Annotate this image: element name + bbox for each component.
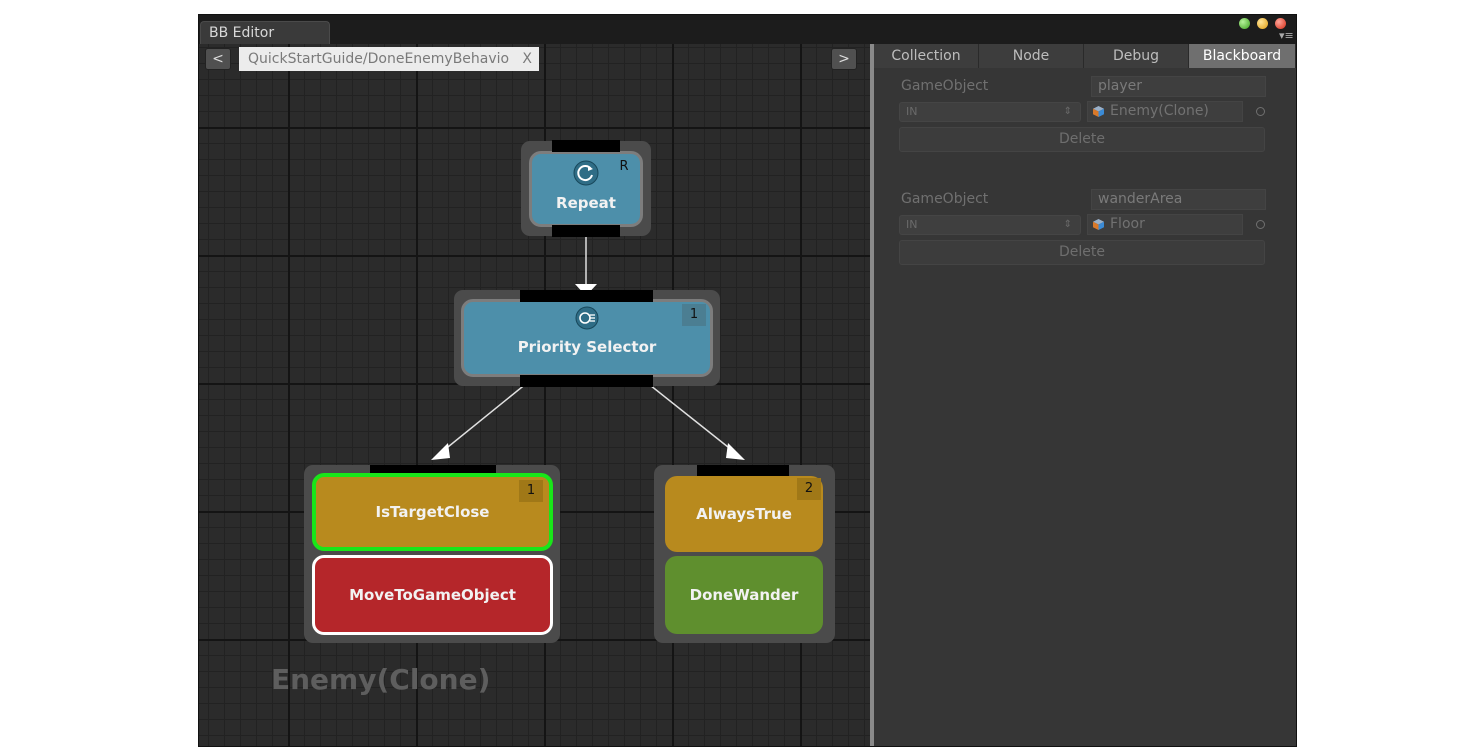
done-wander-label: DoneWander: [689, 586, 799, 604]
right-branch-input-bar: [697, 465, 789, 477]
window-menu-icon[interactable]: ▾≡: [1279, 29, 1294, 42]
priority-selector-node[interactable]: Priority Selector 1: [461, 299, 713, 377]
repeat-input-bar: [552, 140, 620, 152]
previous-button[interactable]: <: [205, 48, 231, 70]
variable-mode-value: IN: [906, 218, 918, 231]
tab-debug[interactable]: Debug: [1084, 44, 1189, 68]
select-arrows-icon: ⇕: [1063, 106, 1072, 117]
window-tab[interactable]: BB Editor: [200, 21, 330, 44]
always-true-badge: 2: [797, 478, 821, 500]
tab-node[interactable]: Node: [979, 44, 1084, 68]
repeat-badge: R: [619, 159, 629, 174]
close-tab-button[interactable]: X: [522, 51, 532, 67]
variable-mode-select[interactable]: IN ⇕: [899, 215, 1081, 235]
delete-variable-button[interactable]: Delete: [899, 240, 1265, 265]
tree-path-tab[interactable]: QuickStartGuide/DoneEnemyBehavio X: [239, 47, 539, 71]
repeat-output-bar: [552, 225, 620, 237]
priority-selector-input-bar: [520, 290, 653, 302]
always-true-node[interactable]: AlwaysTrue 2: [665, 476, 823, 552]
move-to-game-object-label: MoveToGameObject: [349, 586, 516, 604]
variable-value-text: Enemy(Clone): [1110, 103, 1209, 119]
minimize-icon[interactable]: [1257, 18, 1268, 29]
object-picker-icon[interactable]: [1256, 220, 1265, 229]
arrow-head-alwaystrue: [726, 443, 745, 460]
bb-editor-window: BB Editor ▾≡ < QuickStartGuide/DoneEnemy…: [198, 14, 1297, 747]
gameobject-cube-icon: [1093, 106, 1104, 117]
select-arrows-icon: ⇕: [1063, 219, 1072, 230]
priority-selector-icon: [575, 306, 599, 330]
variable-type-label: GameObject: [901, 191, 989, 207]
delete-variable-button[interactable]: Delete: [899, 127, 1265, 152]
priority-selector-output-bar: [520, 375, 653, 387]
is-target-close-node[interactable]: IsTargetClose 1: [312, 473, 553, 551]
agent-name-label: Enemy(Clone): [271, 663, 491, 696]
repeat-label: Repeat: [556, 194, 616, 212]
variable-value-field[interactable]: Enemy(Clone): [1087, 101, 1243, 122]
repeat-icon: [573, 160, 599, 186]
gameobject-cube-icon: [1093, 219, 1104, 230]
variable-value-text: Floor: [1110, 216, 1145, 232]
variable-mode-value: IN: [906, 105, 918, 118]
move-to-game-object-node[interactable]: MoveToGameObject: [312, 555, 553, 635]
close-window-icon[interactable]: [1275, 18, 1286, 29]
maximize-icon[interactable]: [1239, 18, 1250, 29]
window-title: BB Editor: [209, 25, 275, 41]
inspector-panel: Collection Node Debug Blackboard GameObj…: [874, 44, 1296, 746]
variable-type-label: GameObject: [901, 78, 989, 94]
variable-name-field[interactable]: player: [1091, 76, 1266, 97]
priority-selector-badge: 1: [682, 304, 706, 326]
is-target-close-label: IsTargetClose: [375, 503, 490, 521]
title-bar: BB Editor ▾≡: [199, 15, 1296, 44]
variable-name-field[interactable]: wanderArea: [1091, 189, 1266, 210]
variable-mode-select[interactable]: IN ⇕: [899, 102, 1081, 122]
tab-blackboard[interactable]: Blackboard: [1189, 44, 1296, 68]
object-picker-icon[interactable]: [1256, 107, 1265, 116]
panel-tab-bar: Collection Node Debug Blackboard: [874, 44, 1296, 68]
repeat-node[interactable]: Repeat R: [529, 151, 643, 227]
arrow-head-istargetclose: [431, 443, 450, 460]
is-target-close-badge: 1: [519, 480, 543, 502]
tab-collection[interactable]: Collection: [874, 44, 979, 68]
behavior-tree-canvas[interactable]: < QuickStartGuide/DoneEnemyBehavio X > R…: [199, 44, 870, 746]
always-true-label: AlwaysTrue: [696, 505, 792, 523]
priority-selector-label: Priority Selector: [517, 338, 657, 356]
panel-splitter[interactable]: [870, 44, 874, 746]
done-wander-node[interactable]: DoneWander: [665, 556, 823, 634]
variable-value-field[interactable]: Floor: [1087, 214, 1243, 235]
tree-path-label: QuickStartGuide/DoneEnemyBehavio: [248, 51, 510, 67]
next-button[interactable]: >: [831, 48, 857, 70]
